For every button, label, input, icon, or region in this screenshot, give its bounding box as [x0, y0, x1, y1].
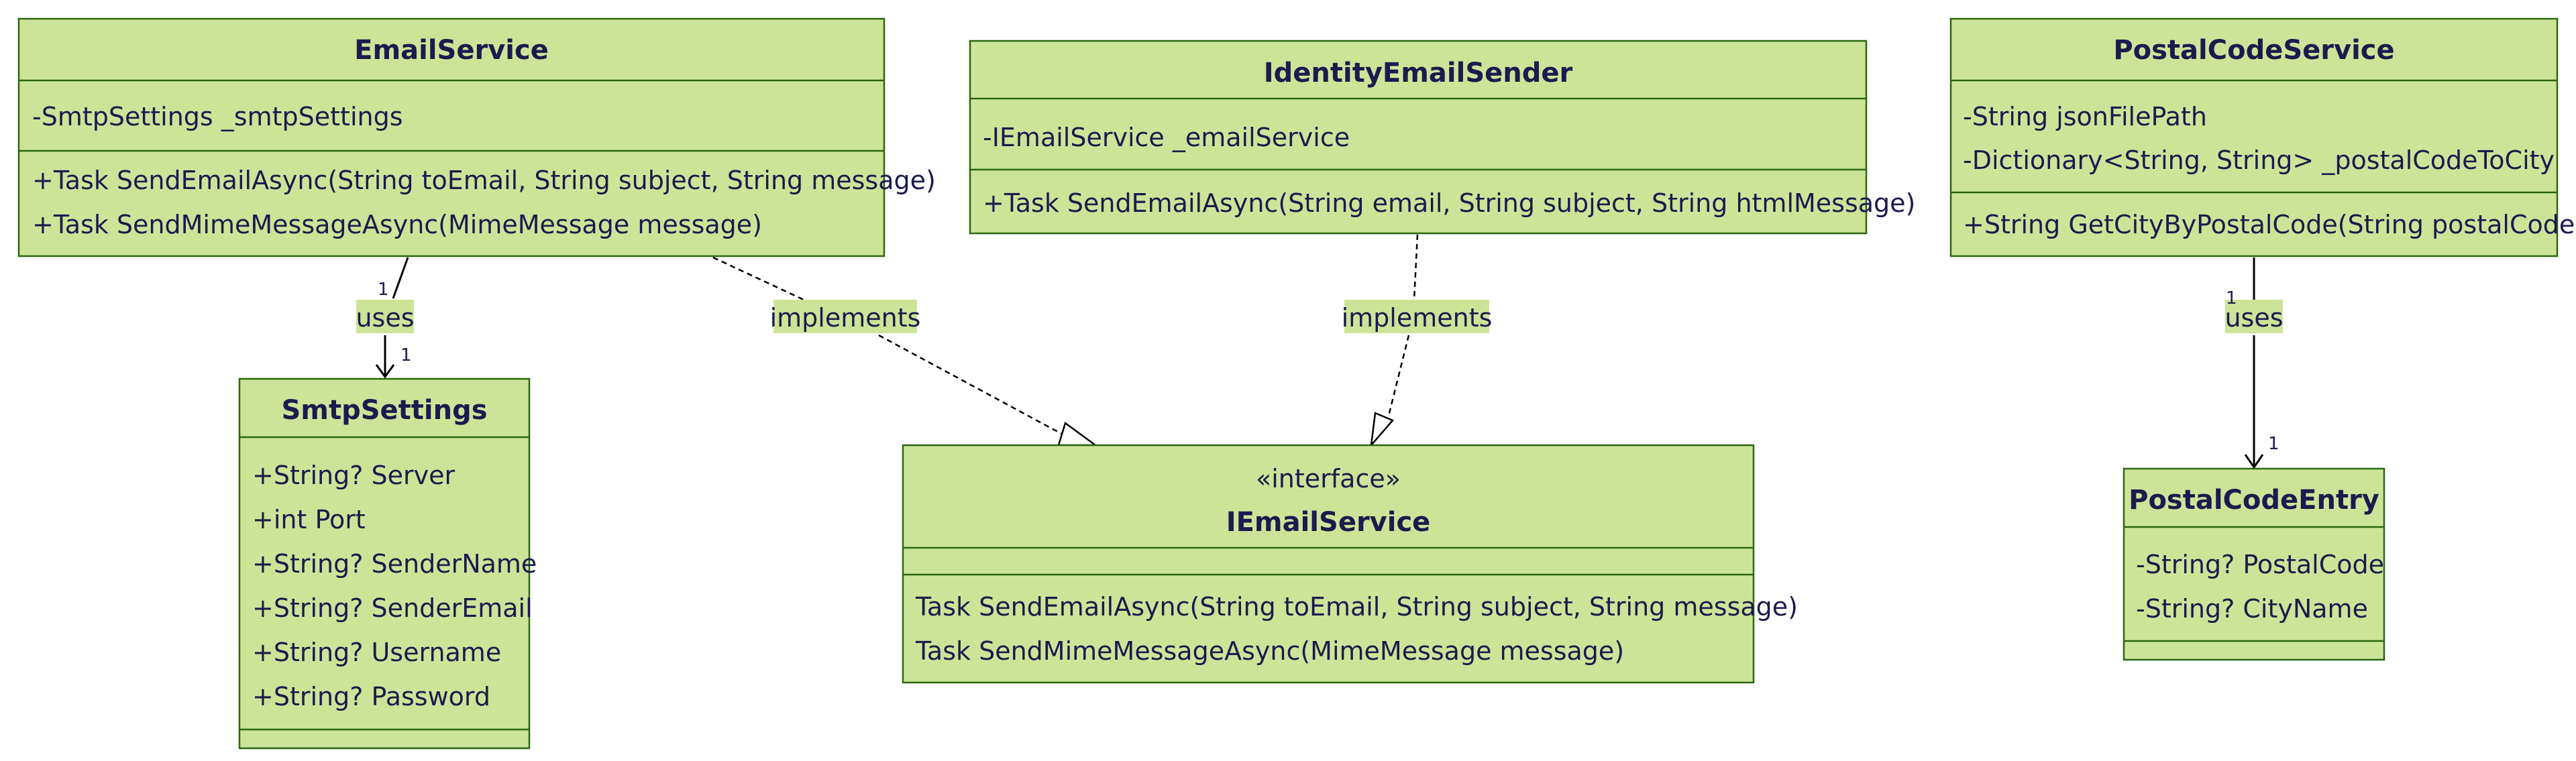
class-method: Task SendMimeMessageAsync(MimeMessage me… — [915, 636, 1624, 666]
class-identity-email-sender[interactable]: IdentityEmailSender -IEmailService _emai… — [969, 40, 1915, 235]
source-multiplicity: 1 — [2226, 288, 2237, 308]
relation-label-bg — [773, 300, 917, 333]
class-method: Task SendEmailAsync(String toEmail, Stri… — [915, 592, 1798, 622]
class-field: -SmtpSettings _smtpSettings — [32, 102, 403, 131]
class-stereotype: «interface» — [1256, 464, 1401, 493]
class-name: IEmailService — [1226, 507, 1431, 538]
arrowhead-icon — [2244, 454, 2264, 469]
class-field: -IEmailService _emailService — [983, 123, 1350, 152]
relation-line — [712, 256, 804, 301]
class-name: SmtpSettings — [281, 395, 487, 426]
relation-email-implements: implements — [712, 256, 1098, 447]
class-field: +String? Username — [252, 638, 501, 667]
class-field: -String? PostalCode — [2136, 550, 2384, 579]
relation-line — [878, 334, 1066, 437]
class-field: -String jsonFilePath — [1963, 102, 2207, 131]
relation-label: uses — [356, 303, 414, 333]
class-iemail-service[interactable]: «interface» IEmailService Task SendEmail… — [902, 444, 1798, 684]
class-name: EmailService — [354, 35, 549, 66]
class-field: +String? Password — [252, 682, 490, 711]
class-name: PostalCodeEntry — [2129, 485, 2379, 516]
class-box — [902, 444, 1755, 684]
class-name: PostalCodeService — [2113, 35, 2394, 66]
realization-arrowhead-icon — [1370, 412, 1395, 448]
class-field: -String? CityName — [2136, 594, 2368, 624]
class-method: +Task SendEmailAsync(String email, Strin… — [983, 188, 1915, 218]
arrowhead-icon — [375, 364, 395, 379]
class-field: +String? SenderEmail — [252, 593, 533, 623]
class-box — [969, 40, 1868, 235]
relation-label-bg — [1344, 300, 1489, 333]
relation-label: implements — [1342, 303, 1493, 333]
relation-label-bg — [2225, 300, 2283, 333]
relation-line — [392, 257, 409, 299]
target-multiplicity: 1 — [400, 345, 412, 365]
class-smtp-settings[interactable]: SmtpSettings +String? Server +int Port +… — [238, 377, 537, 750]
class-field: -Dictionary<String, String> _postalCodeT… — [1963, 145, 2555, 175]
realization-arrowhead-icon — [1057, 421, 1098, 447]
class-box — [238, 377, 531, 750]
relation-identity-implements: implements — [1342, 234, 1493, 448]
relation-label-bg — [356, 300, 414, 333]
class-name: IdentityEmailSender — [1264, 58, 1573, 89]
class-email-service[interactable]: EmailService -SmtpSettings _smtpSettings… — [17, 17, 936, 257]
class-field: +String? Server — [252, 461, 455, 490]
class-box — [17, 17, 885, 257]
relation-line — [1387, 335, 1410, 416]
class-postal-code-entry[interactable]: PostalCodeEntry -String? PostalCode -Str… — [2123, 467, 2385, 661]
class-box — [2123, 467, 2385, 661]
relation-line — [1413, 234, 1419, 300]
class-method: +Task SendMimeMessageAsync(MimeMessage m… — [32, 210, 762, 239]
relation-label: implements — [770, 303, 921, 333]
class-field: +String? SenderName — [252, 549, 537, 579]
relations: uses 1 1 implements implements uses — [356, 234, 2284, 469]
target-multiplicity: 1 — [2268, 434, 2279, 454]
relation-email-uses-smtp: uses 1 1 — [356, 257, 415, 379]
class-method: +String GetCityByPostalCode(String posta… — [1963, 210, 2576, 239]
relation-label: uses — [2224, 303, 2283, 333]
relation-postal-uses-entry: uses 1 1 — [2224, 257, 2284, 469]
source-multiplicity: 1 — [378, 280, 389, 300]
class-method: +Task SendEmailAsync(String toEmail, Str… — [32, 166, 936, 195]
class-field: +int Port — [252, 505, 366, 534]
class-postal-code-service[interactable]: PostalCodeService -String jsonFilePath -… — [1949, 17, 2576, 257]
class-box — [1949, 17, 2559, 257]
